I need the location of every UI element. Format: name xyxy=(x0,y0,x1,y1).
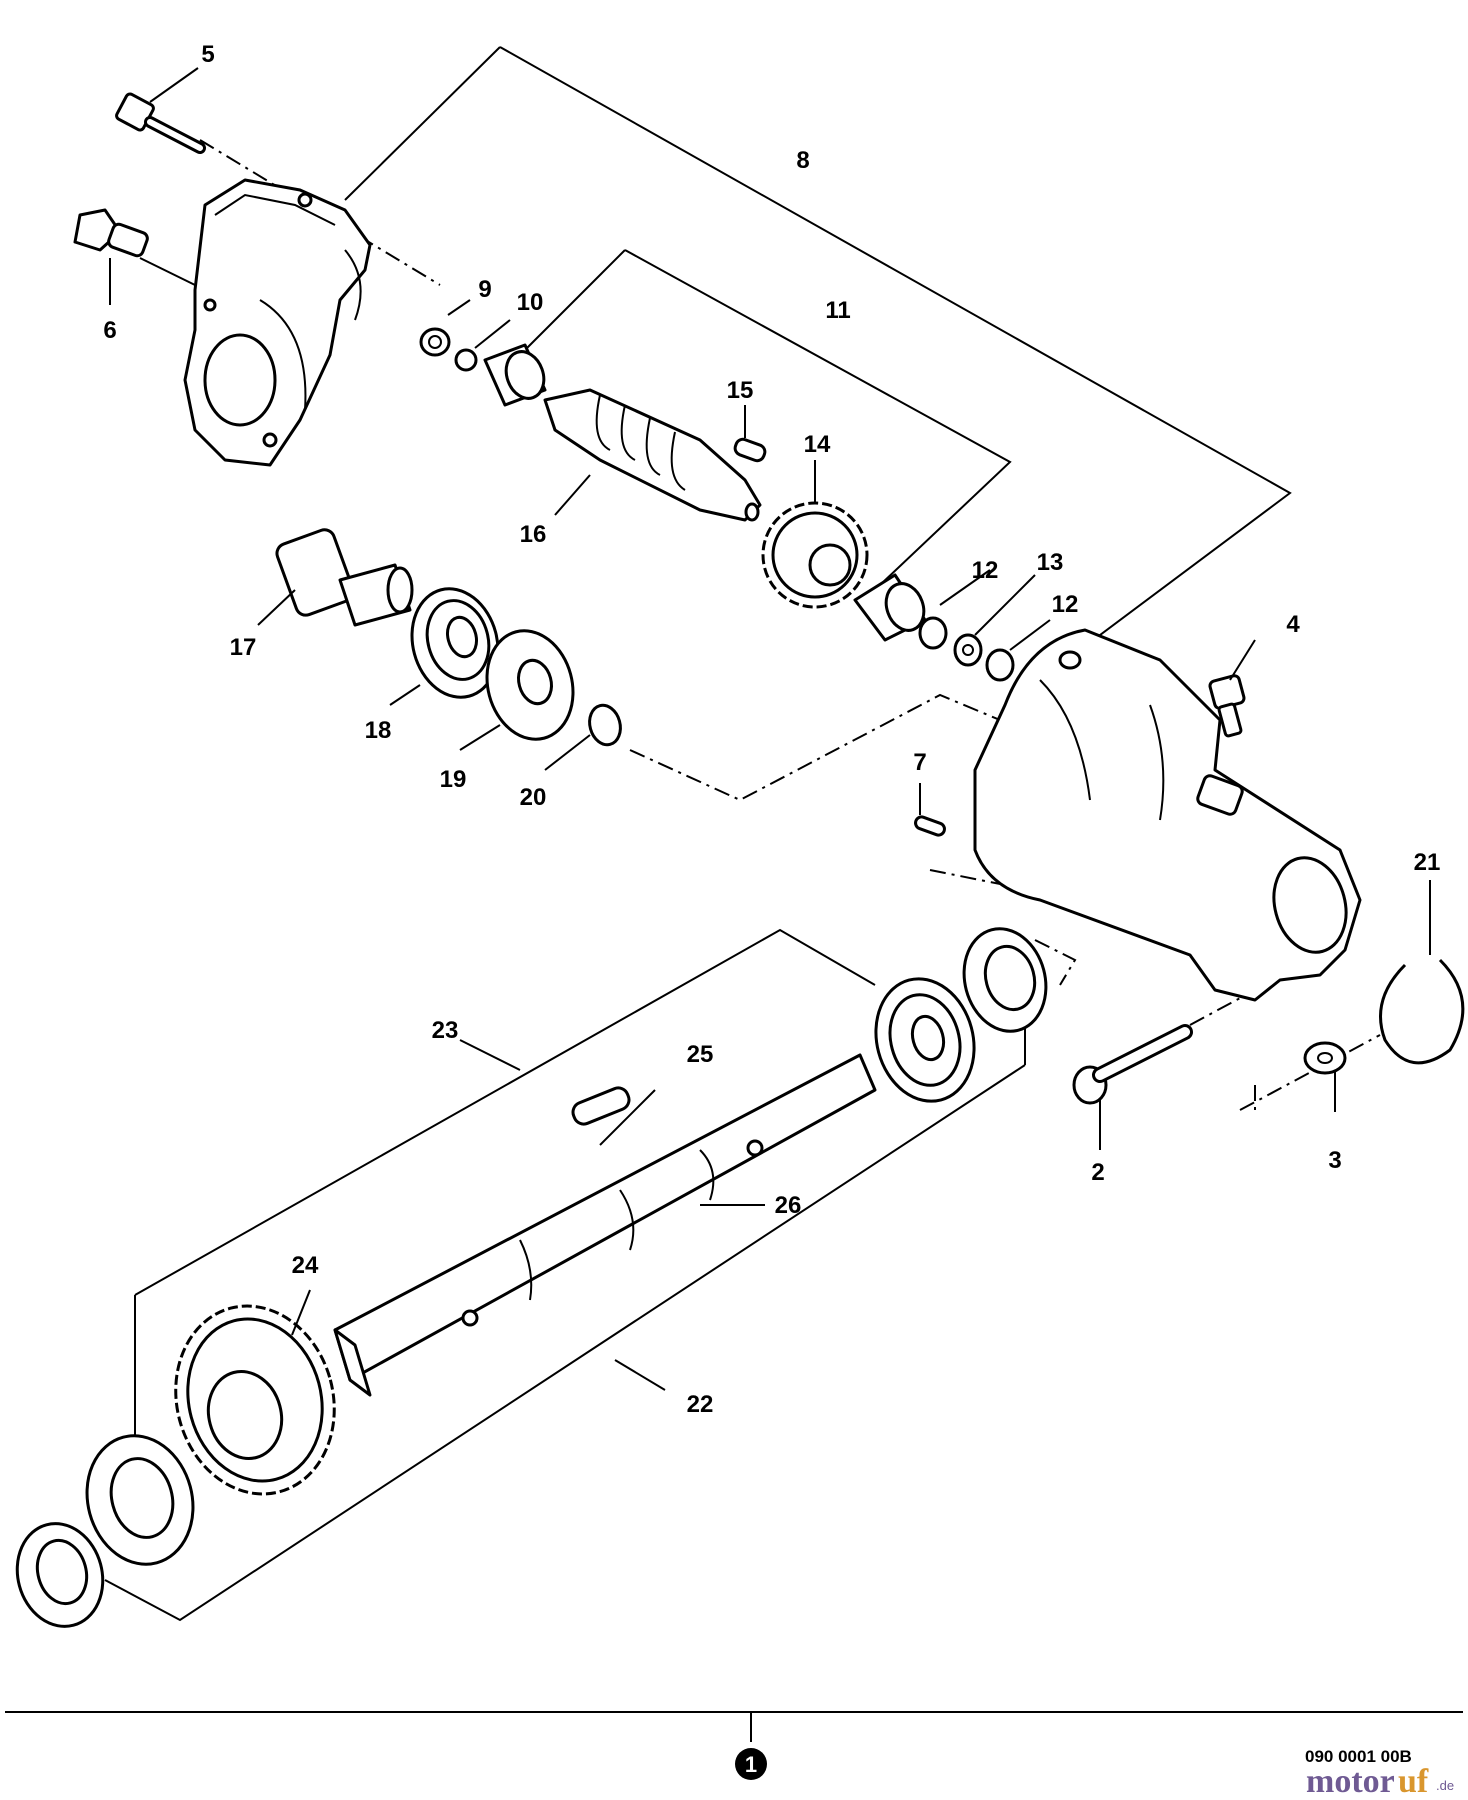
callout-4: 4 xyxy=(1286,611,1300,638)
ball-bearing-19 xyxy=(485,629,575,741)
group-bracket-23 xyxy=(134,928,876,1455)
callout-18: 18 xyxy=(365,717,392,744)
circlip-21 xyxy=(1379,958,1465,1065)
gear-housing-cover xyxy=(183,178,372,467)
spur-gear-14 xyxy=(761,501,869,609)
watermark-brand-a: motor xyxy=(1306,1763,1395,1800)
callout-16: 16 xyxy=(520,521,547,548)
callout-12-lower: 12 xyxy=(1052,591,1079,618)
callout-6: 6 xyxy=(103,317,116,344)
washer-9-hole xyxy=(428,335,442,349)
washer-12a xyxy=(918,616,948,650)
callout-21: 21 xyxy=(1414,849,1441,876)
callout-9: 9 xyxy=(478,276,491,303)
assembly-line-bolt-2 xyxy=(1189,989,1256,1026)
ball-bearing-18 xyxy=(410,587,500,699)
bolt-2 xyxy=(1072,1024,1193,1105)
callout-26: 26 xyxy=(775,1192,802,1219)
spring-washer-13 xyxy=(953,633,983,667)
callout-24: 24 xyxy=(292,1252,319,1279)
output-shaft-26 xyxy=(333,1053,877,1397)
washer-3 xyxy=(1303,1041,1347,1075)
callout-19: 19 xyxy=(440,766,467,793)
watermark-brand-b: uf xyxy=(1398,1763,1429,1800)
callout-5: 5 xyxy=(201,41,214,68)
washer-9 xyxy=(419,327,451,357)
screw-5 xyxy=(115,92,206,154)
callout-11: 11 xyxy=(825,297,850,324)
drawing-code: 090 0001 00B xyxy=(1305,1747,1412,1766)
assembly-line-shaft xyxy=(629,693,1001,802)
screw-6 xyxy=(73,208,149,258)
shaft-seal-right xyxy=(962,927,1048,1033)
footer-marker-number: 1 xyxy=(745,1752,757,1777)
group-bracket-8 xyxy=(344,46,1292,651)
screw-4 xyxy=(1208,674,1246,738)
washer-12b xyxy=(985,648,1015,682)
main-gear-housing xyxy=(973,628,1362,1002)
snap-ring-20 xyxy=(588,703,622,747)
watermark-logo: motor uf .de xyxy=(1306,1763,1454,1800)
pinion-shaft-17 xyxy=(275,528,414,627)
ball-bearing-output-left xyxy=(85,1434,195,1566)
callout-15: 15 xyxy=(727,377,754,404)
callout-20: 20 xyxy=(520,784,547,811)
leader-lines xyxy=(109,67,1431,1391)
gear-24 xyxy=(174,1304,336,1496)
o-ring-10 xyxy=(454,348,478,372)
callout-12-upper: 12 xyxy=(972,557,999,584)
callout-3: 3 xyxy=(1328,1147,1341,1174)
callout-25: 25 xyxy=(687,1041,714,1068)
pin-7 xyxy=(914,815,946,837)
key-25 xyxy=(571,1086,631,1126)
callout-8: 8 xyxy=(796,147,809,174)
assembly-line-seal xyxy=(1034,939,1077,986)
assembly-line-screw-5 xyxy=(199,139,441,286)
callout-13: 13 xyxy=(1037,549,1064,576)
callout-22: 22 xyxy=(687,1391,714,1418)
worm-shaft-16 xyxy=(543,388,762,522)
callout-2: 2 xyxy=(1091,1159,1104,1186)
callout-7: 7 xyxy=(913,749,926,776)
assembly-line-washer-3 xyxy=(1239,1034,1381,1111)
callout-17: 17 xyxy=(230,634,257,661)
needle-bearing-lower xyxy=(853,573,927,642)
group-bracket-11 xyxy=(519,249,1012,586)
callout-14: 14 xyxy=(804,431,831,458)
shaft-seal-left xyxy=(15,1522,105,1628)
key-15 xyxy=(733,437,767,463)
footer-marker-circle xyxy=(735,1748,767,1780)
needle-bearing-upper xyxy=(483,343,547,407)
callout-10: 10 xyxy=(517,289,544,316)
spring-washer-13-hole xyxy=(962,644,974,656)
ball-bearing-output-right xyxy=(874,977,976,1103)
callout-23: 23 xyxy=(432,1017,459,1044)
watermark-suffix: .de xyxy=(1436,1778,1454,1793)
washer-3-hole xyxy=(1317,1052,1333,1064)
